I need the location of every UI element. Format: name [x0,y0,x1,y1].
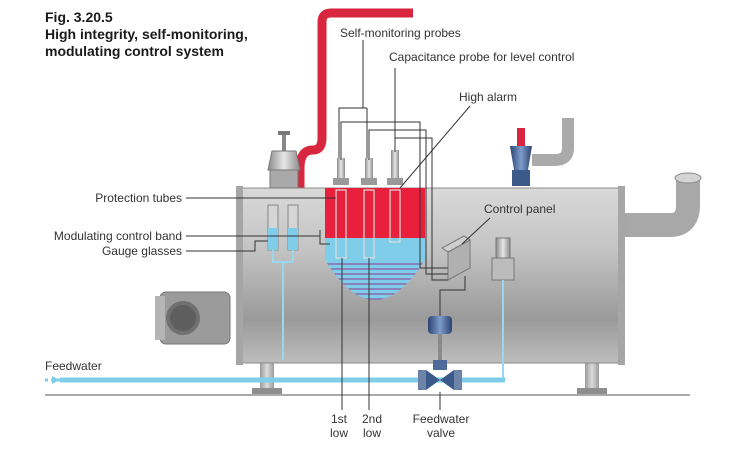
label-modulating-control-band: Modulating control band [54,229,182,243]
feedwater-valve [418,316,462,390]
label-first-low-line2: low [330,426,348,440]
figure-title: Fig. 3.20.5 High integrity, self-monitor… [45,9,248,60]
label-capacitance-probe: Capacitance probe for level control [389,50,574,64]
steam-stop-valve [267,131,301,189]
flue-opening [674,172,702,184]
feed-check-valve [491,237,515,281]
figure-title-line1: High integrity, self-monitoring, [45,26,248,42]
burner [155,291,231,345]
label-first-low-line1: 1st [331,412,348,426]
label-self-monitoring-probes: Self-monitoring probes [340,26,461,40]
figure-title-line2: modulating control system [45,43,224,59]
boiler-endplate-right [618,186,625,365]
leader-lines [186,40,491,410]
probe-3 [387,150,403,185]
safety-valve [510,118,574,186]
label-feedwater: Feedwater [45,359,102,373]
boiler-shell [241,187,621,364]
label-second-low-line2: low [363,426,381,440]
flue-duct [620,180,700,237]
water-lines [272,250,504,378]
label-high-alarm: High alarm [459,90,517,104]
label-control-panel: Control panel [484,202,555,216]
label-protection-tubes: Protection tubes [95,191,182,205]
label-gauge-glasses: Gauge glasses [102,244,182,258]
probe-1 [333,158,349,185]
label-feedwater-valve-line2: valve [427,426,455,440]
figure-number: Fig. 3.20.5 [45,9,113,25]
probe-2 [361,158,377,185]
label-second-low-line1: 2nd [362,412,382,426]
boiler-endplate-left [236,186,243,365]
steam-pipe [295,8,413,188]
label-feedwater-valve-line1: Feedwater [413,412,470,426]
